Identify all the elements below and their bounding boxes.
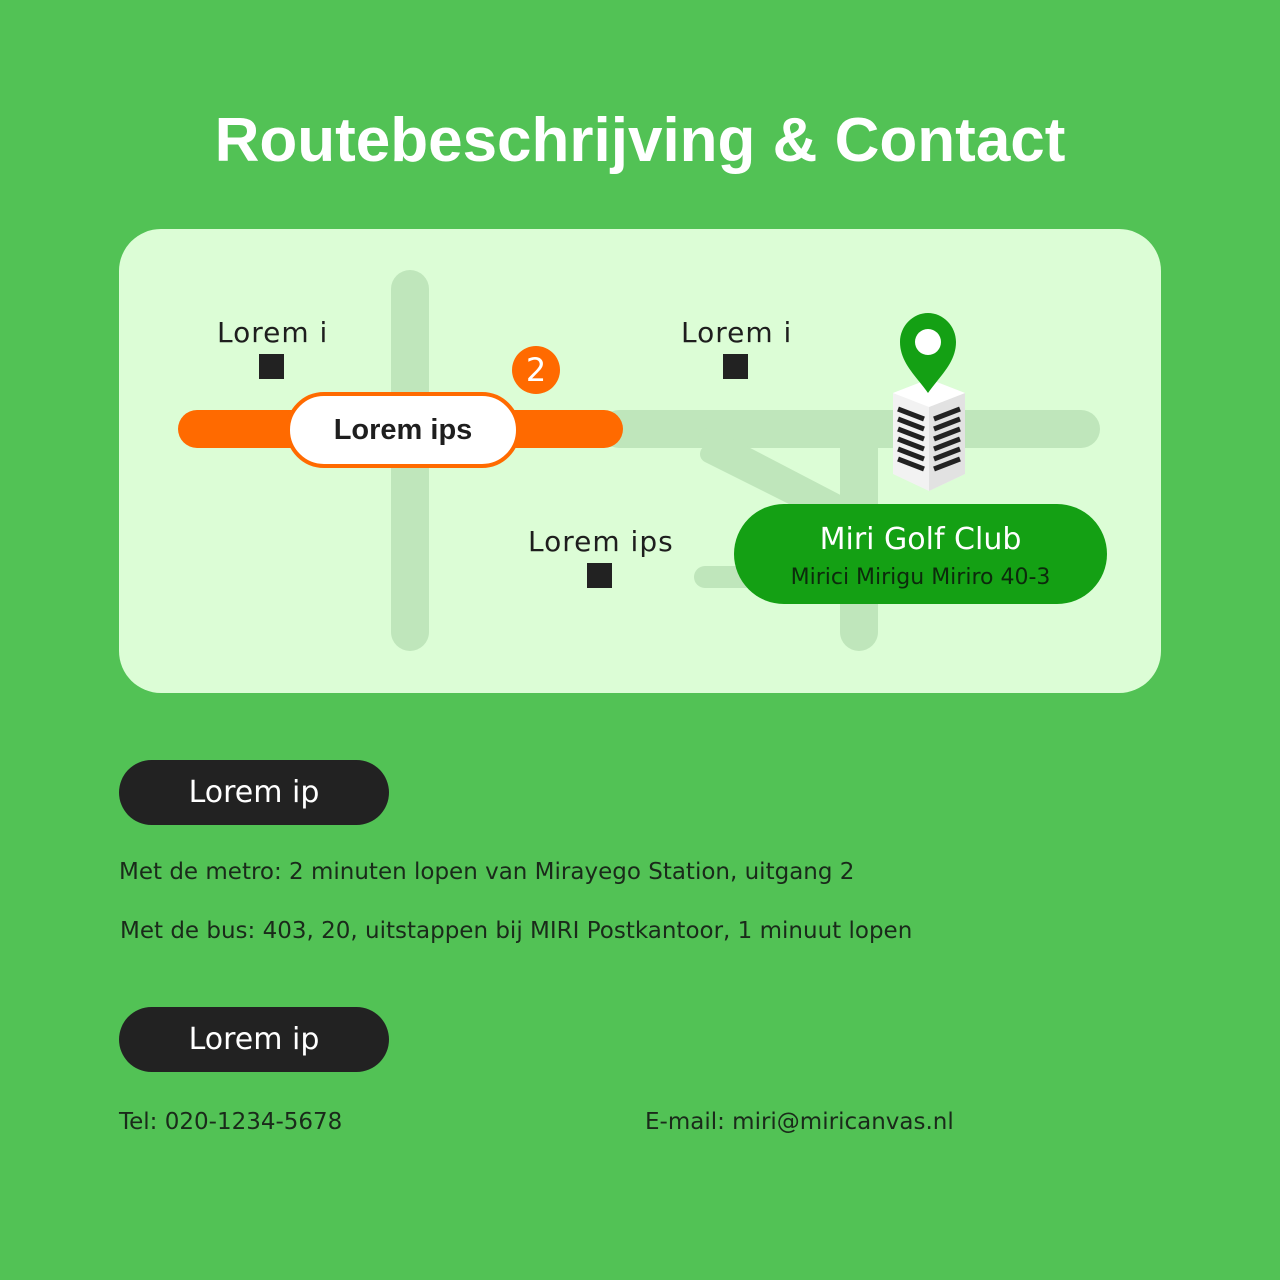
landmark-marker (259, 354, 284, 379)
contact-email: E-mail: miri@miricanvas.nl (645, 1109, 954, 1135)
directions-heading: Lorem ip (119, 760, 389, 825)
directions-metro: Met de metro: 2 minuten lopen van Miraye… (119, 859, 855, 885)
landmark-label: Lorem ips (528, 525, 674, 558)
landmark-label: Lorem i (217, 316, 329, 349)
road-diagonal-lower (700, 445, 828, 518)
contact-phone: Tel: 020-1234-5678 (119, 1109, 343, 1135)
page-title: Routebeschrijving & Contact (214, 106, 1066, 175)
landmark-label: Lorem i (681, 316, 793, 349)
location-pin-icon (900, 313, 956, 393)
landmark-marker (723, 354, 748, 379)
destination-label: Miri Golf Club Mirici Mirigu Miriro 40-3 (734, 504, 1107, 604)
destination-name: Miri Golf Club (819, 522, 1022, 557)
directions-bus: Met de bus: 403, 20, uitstappen bij MIRI… (120, 918, 913, 944)
contact-heading: Lorem ip (119, 1007, 389, 1072)
metro-station-label: Lorem ips (286, 392, 520, 468)
road-diagonal (698, 428, 845, 515)
destination-address: Mirici Mirigu Miriro 40-3 (790, 565, 1051, 590)
road-network (178, 270, 1100, 651)
route-map: Lorem i Lorem i Lorem ips Lorem ips 2 Mi… (119, 229, 1161, 693)
landmark-marker (587, 563, 612, 588)
office-building-icon (893, 379, 965, 491)
exit-number-badge: 2 (512, 346, 560, 394)
